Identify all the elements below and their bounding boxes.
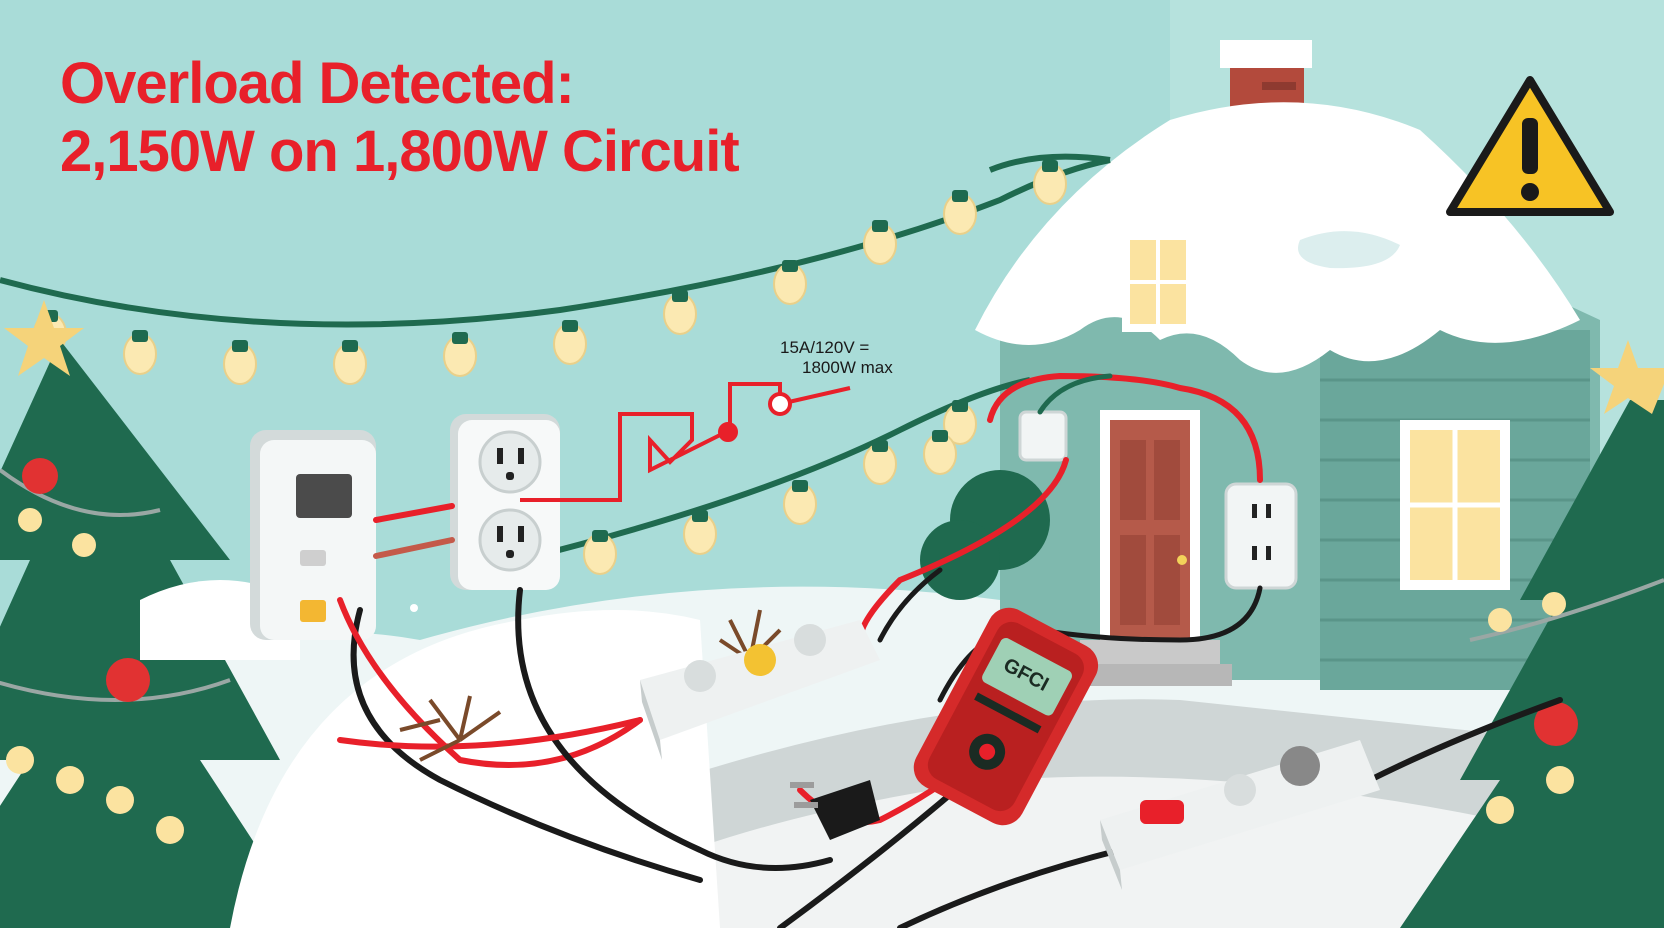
breaker-panel: [250, 430, 376, 640]
light-bulb-socket: [132, 330, 148, 342]
light-bulb-socket: [592, 530, 608, 542]
power-strip-right: [1100, 740, 1380, 890]
warning-triangle-icon: [1446, 76, 1614, 216]
light-bulb-socket: [952, 400, 968, 412]
light-bulb-socket: [932, 430, 948, 442]
light-bulb-socket: [872, 440, 888, 452]
light-bulb-socket: [1042, 160, 1058, 172]
circuit-rating-label: 15A/120V = 1800W max: [780, 338, 893, 378]
light-bulb-socket: [452, 332, 468, 344]
power-strip: [640, 620, 880, 760]
light-bulb-socket: [232, 340, 248, 352]
circuit-rating-line-1: 15A/120V =: [780, 338, 870, 357]
wall-outlet: [450, 414, 560, 590]
frayed-wire: [399, 609, 782, 762]
light-bulb-socket: [342, 340, 358, 352]
house: [920, 40, 1600, 690]
light-bulb-socket: [952, 190, 968, 202]
plug: [790, 780, 880, 840]
string-lights: [0, 153, 1111, 563]
light-bulb-socket: [692, 510, 708, 522]
circuit-diagram: [520, 382, 851, 502]
light-bulb-socket: [782, 260, 798, 272]
light-bulb-socket: [792, 480, 808, 492]
christmas-tree-right: [1400, 340, 1664, 928]
headline-line-2: 2,150W on 1,800W Circuit: [60, 119, 740, 184]
light-bulb-socket: [672, 290, 688, 302]
headline-line-1: Overload Detected:: [60, 51, 575, 116]
light-bulb-socket: [562, 320, 578, 332]
headline: Overload Detected: 2,150W on 1,800W Circ…: [60, 50, 740, 186]
circuit-tester: [913, 607, 1099, 826]
light-bulb-socket: [872, 220, 888, 232]
circuit-rating-line-2: 1800W max: [802, 358, 893, 377]
